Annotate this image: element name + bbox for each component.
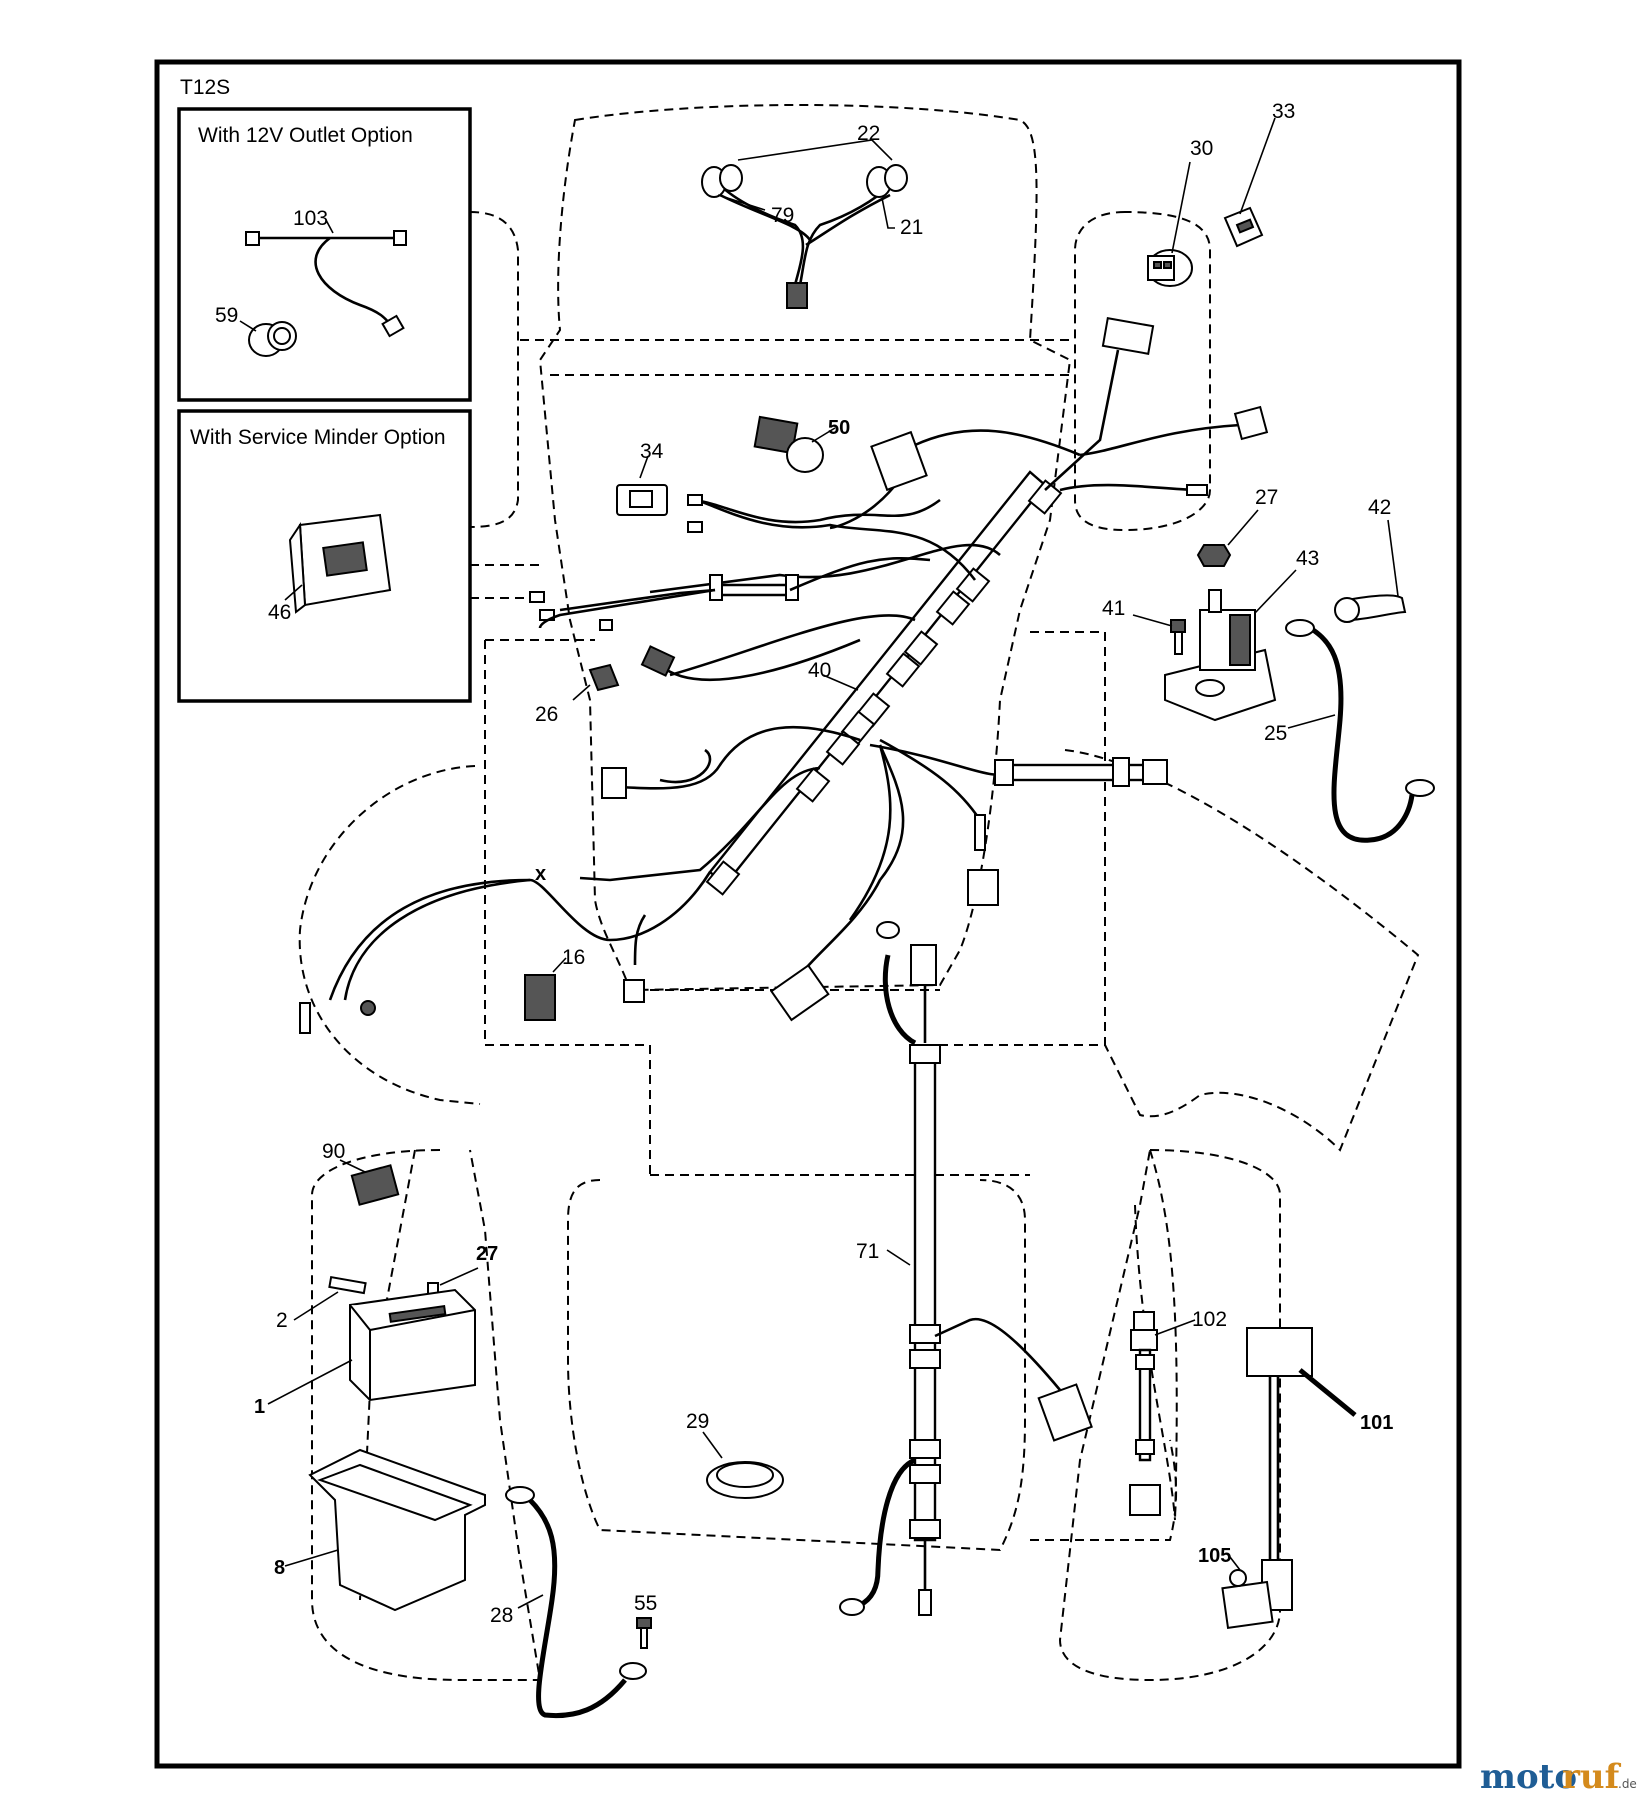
grommet-29 [702, 1431, 784, 1499]
callout-8: 8 [274, 1557, 285, 1579]
callout-101: 101 [1360, 1412, 1393, 1434]
bolt-41 [1132, 614, 1186, 655]
callout-27a: 27 [1255, 486, 1278, 509]
watermark-brand-b: ruf [1562, 1757, 1622, 1797]
bolt-2 [293, 1275, 367, 1321]
callout-2: 2 [276, 1309, 288, 1332]
callout-90: 90 [322, 1140, 345, 1163]
callout-27b: 27 [476, 1243, 498, 1265]
bolt-55 [636, 1617, 652, 1649]
key-33 [1223, 117, 1276, 248]
callout-28: 28 [490, 1604, 513, 1627]
battery-tray-8 [284, 1448, 486, 1612]
nut-27 [1196, 509, 1259, 567]
callout-34: 34 [640, 440, 664, 463]
clip-90 [339, 1159, 400, 1206]
solenoid-105 [1221, 1556, 1274, 1629]
boot-42 [1334, 519, 1407, 623]
callout-30: 30 [1190, 137, 1213, 160]
callout-79: 79 [771, 204, 794, 227]
main-harness-40: x [299, 317, 1269, 1034]
callout-21: 21 [900, 216, 923, 239]
callout-labels: 22 79 21 30 33 103 59 46 34 50 27 43 42 … [215, 100, 1393, 1627]
inset-service-minder: With Service Minder Option [177, 409, 472, 703]
callout-22: 22 [857, 122, 880, 145]
inset-service-title: With Service Minder Option [190, 426, 446, 449]
watermark-tld: .de [1618, 1777, 1637, 1791]
callout-26: 26 [535, 703, 558, 726]
harness-101 [1246, 1327, 1357, 1611]
callout-29: 29 [686, 1410, 709, 1433]
callout-1: 1 [254, 1396, 265, 1418]
switch-50 [753, 415, 836, 473]
switch-34 [616, 455, 668, 516]
outlet-59-part [248, 321, 297, 357]
tractor-outline [298, 104, 1420, 1682]
harness-102 [1129, 1311, 1196, 1516]
headlight-harness [701, 139, 908, 309]
callout-16: 16 [562, 946, 585, 969]
callout-33: 33 [1272, 100, 1295, 123]
callout-43: 43 [1296, 547, 1319, 570]
callout-41: 41 [1102, 597, 1125, 620]
watermark-brand-a: moto [1480, 1757, 1577, 1797]
callout-50: 50 [828, 417, 850, 439]
harness-71 [839, 921, 1093, 1616]
cable-25 [1285, 619, 1435, 843]
callout-103: 103 [293, 207, 328, 230]
inset-12v-title: With 12V Outlet Option [198, 124, 413, 147]
service-minder-46-part [288, 513, 392, 614]
callout-25: 25 [1264, 722, 1287, 745]
switch-16 [524, 957, 567, 1021]
diagram-frame [154, 59, 1462, 1769]
battery-1 [267, 1288, 476, 1405]
callout-71: 71 [856, 1240, 879, 1263]
relay-26 [572, 663, 620, 701]
cable-28 [505, 1486, 647, 1719]
callout-46: 46 [268, 601, 291, 624]
callout-102: 102 [1192, 1308, 1227, 1331]
callout-105: 105 [1198, 1545, 1231, 1567]
callout-40: 40 [808, 659, 831, 682]
solenoid-43 [1164, 569, 1297, 722]
callout-55: 55 [634, 1592, 657, 1615]
svg-text:x: x [535, 863, 546, 885]
watermark-logo: moto ruf .de [1480, 1757, 1637, 1797]
callout-42: 42 [1368, 496, 1391, 519]
ignition-switch-30 [1147, 161, 1193, 287]
model-code: T12S [180, 76, 230, 99]
inset-12v-outlet: With 12V Outlet Option [177, 107, 472, 402]
callout-59: 59 [215, 304, 238, 327]
